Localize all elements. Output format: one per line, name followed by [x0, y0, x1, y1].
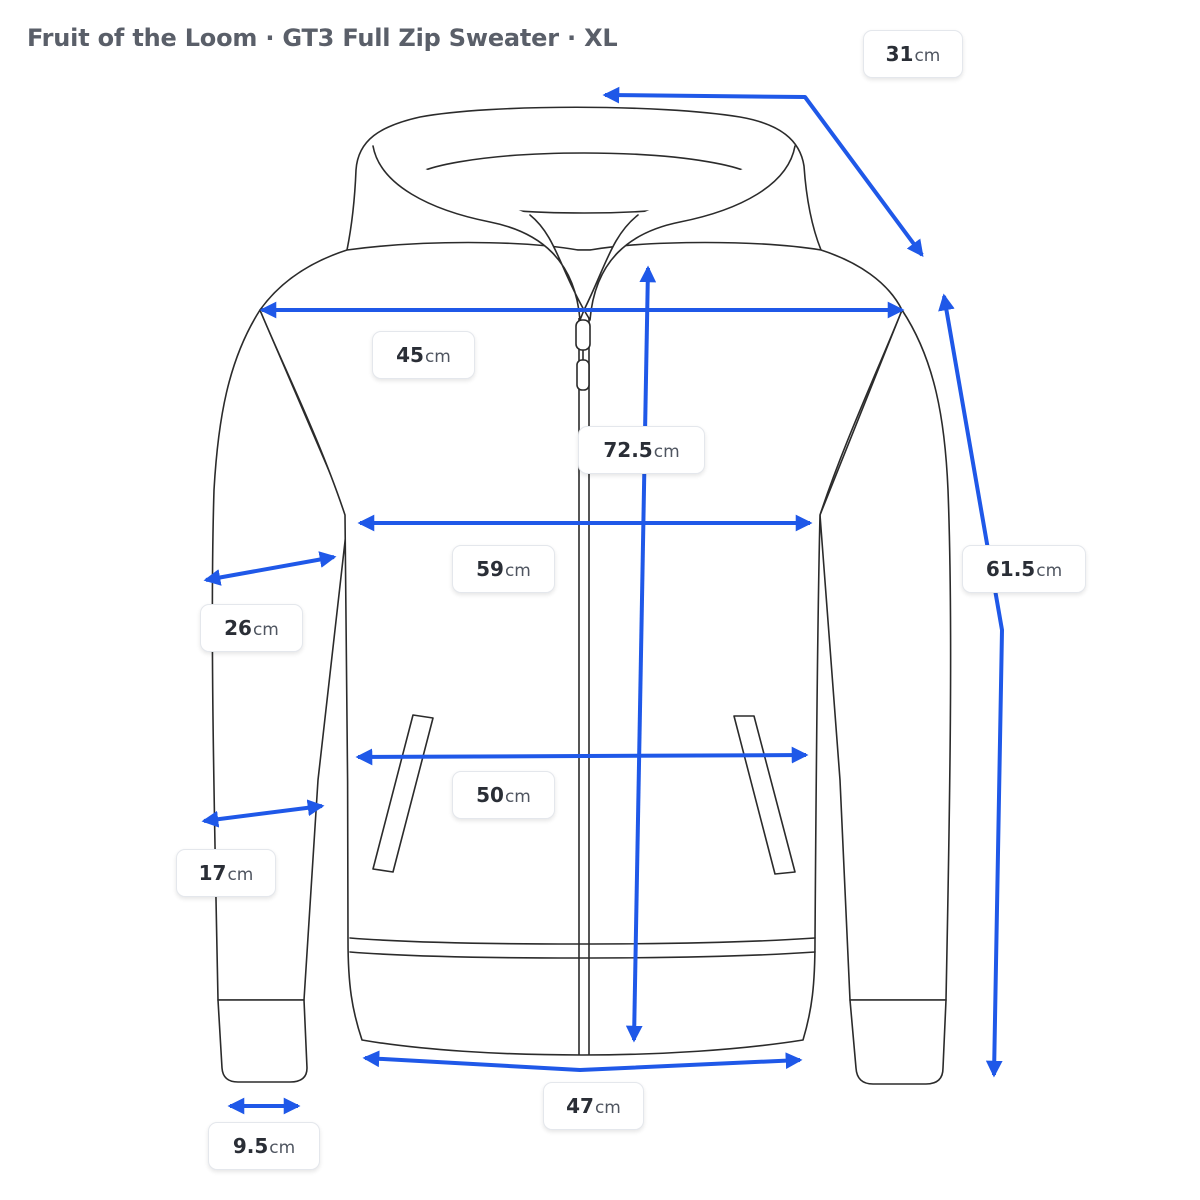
waist-width-arrow-icon: [355, 746, 809, 766]
zipper-pull-icon: [575, 319, 591, 391]
hem-width-arrow-icon: [362, 1050, 803, 1072]
measurement-value: 50: [476, 783, 504, 807]
hoodie-outline-icon: [211, 106, 952, 1085]
measurement-unit: cm: [594, 1098, 621, 1118]
measurement-unit: cm: [252, 620, 279, 640]
measurement-value: 61.5: [985, 557, 1036, 581]
measurement-value: 26: [224, 616, 252, 640]
measurement-unit: cm: [653, 442, 680, 462]
hood-height-arrow-icon: [602, 86, 924, 258]
measurement-unit: cm: [1036, 561, 1063, 581]
measurement-value: 45: [396, 343, 424, 367]
measurement-value: 72.5: [603, 438, 653, 462]
body-length-arrow-icon: [625, 265, 657, 1043]
measurement-unit: cm: [504, 561, 531, 581]
measurement-value: 17: [198, 861, 227, 885]
measurement-value: 31: [885, 42, 914, 66]
forearm-width-arrow-icon: [201, 799, 325, 828]
measurement-value: 47: [566, 1094, 594, 1118]
measurement-value: 9.5: [232, 1134, 269, 1158]
sleeve-length-arrow-icon: [938, 293, 1004, 1078]
upper-arm-width-arrow-icon: [203, 551, 337, 586]
page-title: Fruit of the Loom · GT3 Full Zip Sweater…: [27, 24, 618, 52]
measurement-unit: cm: [504, 787, 531, 807]
measurement-value: 59: [476, 557, 504, 581]
measurement-unit: cm: [424, 347, 451, 367]
measurement-unit: cm: [227, 865, 254, 885]
measurement-unit: cm: [914, 46, 941, 66]
measurement-unit: cm: [269, 1138, 296, 1158]
